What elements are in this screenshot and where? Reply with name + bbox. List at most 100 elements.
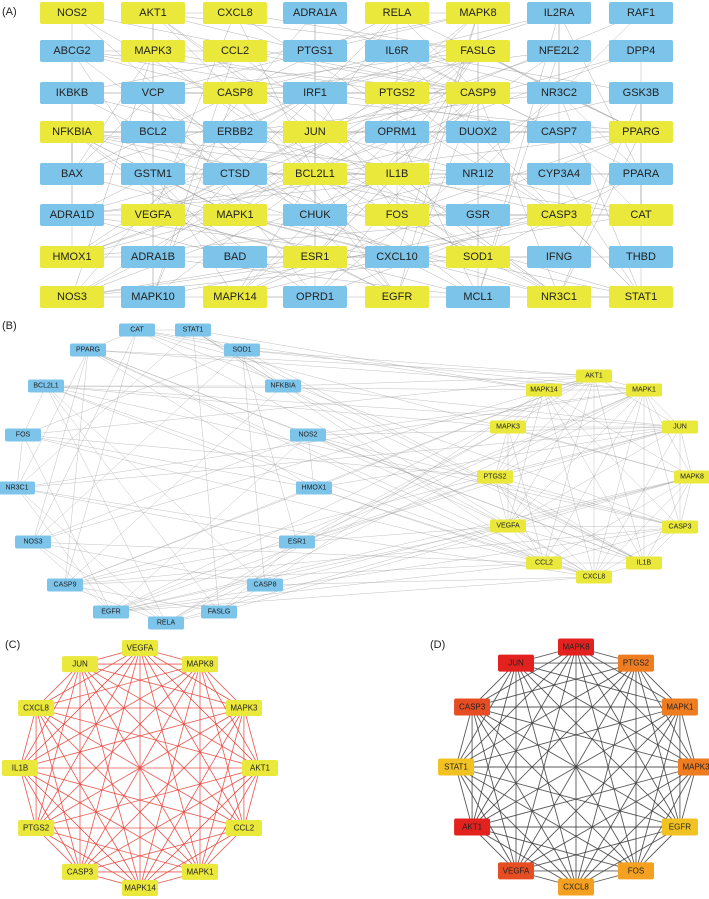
node-box [446,82,510,104]
node-box [62,863,98,880]
node-label: PTGS2 [379,87,415,99]
node-stat1: STAT1 [609,286,673,308]
node-label: JUN [508,659,524,668]
node-label: BCL2L1 [295,168,335,180]
node-label: NFE2L2 [539,45,579,57]
node-label: JUN [72,660,88,669]
node-box [290,428,326,442]
edge [32,541,112,613]
edge [32,375,595,543]
node-mcl1: MCL1 [446,286,510,308]
node-stat1: STAT1 [438,758,474,776]
node-nos3: NOS3 [40,286,104,308]
edge [515,662,697,768]
node-gsr: GSR [446,204,510,226]
node-ptgs2: PTGS2 [18,820,55,836]
node-label: NOS3 [23,539,42,546]
edge [679,706,697,768]
node-label: MAPK14 [530,387,558,394]
node-thbd: THBD [609,246,673,268]
edge [241,349,298,543]
node-ctsd: CTSD [203,163,267,185]
edge [71,131,236,258]
node-chuk: CHUK [283,204,347,226]
node-box [121,82,185,104]
edge [32,541,545,564]
node-box [203,121,267,143]
node-mapk3: MAPK3 [678,758,709,776]
node-fos: FOS [618,862,654,880]
node-ptgs1: PTGS1 [283,40,347,62]
edge [152,131,236,216]
edge [19,707,37,769]
node-box [527,286,591,308]
edge [19,707,245,769]
node-box [526,383,562,397]
edge [455,766,473,828]
edge [575,662,637,888]
edge [296,525,509,543]
node-box [93,605,129,619]
node-box [296,481,332,495]
node-il2ra: IL2RA [527,2,591,24]
node-irf1: IRF1 [283,82,347,104]
edge [507,476,693,527]
edge [16,487,167,624]
node-box [454,698,491,716]
node-box [119,323,155,337]
edge [64,349,89,586]
node-casp9: CASP9 [47,578,83,592]
edge [35,767,261,829]
node-oprm1: OPRM1 [365,121,429,143]
node-ifng: IFNG [527,246,591,268]
node-label: IFNG [546,251,572,263]
node-mapk8: MAPK8 [182,656,218,673]
node-egfr: EGFR [661,818,698,836]
node-label: NR3C1 [6,485,29,492]
node-gstm1: GSTM1 [121,163,185,185]
node-nfe2l2: NFE2L2 [527,40,591,62]
node-akt1: AKT1 [576,369,612,383]
edge [192,329,545,564]
edge [241,349,266,586]
node-box [15,535,51,549]
node-rela: RELA [365,2,429,24]
node-label: EGFR [382,291,413,303]
node-label: ABCG2 [53,45,90,57]
node-box [283,286,347,308]
node-box [201,605,237,619]
node-box [283,163,347,185]
node-box [365,121,429,143]
node-vegfa: VEGFA [121,204,185,226]
node-box [18,820,55,836]
node-ccl2: CCL2 [526,556,562,570]
edge [71,50,154,175]
node-box [121,204,185,226]
edge [71,92,316,216]
edge [35,707,201,873]
node-label: NOS2 [57,7,87,19]
edge [471,706,517,872]
node-box [618,654,654,672]
node-ccl2: CCL2 [225,820,262,836]
edge [16,487,112,613]
node-vegfa: VEGFA [498,862,534,880]
panel-d-nodes: MAPK8PTGS2MAPK1MAPK3EGFRFOSCXCL8VEGFAAKT… [438,638,709,896]
node-box [279,535,315,549]
node-box [203,2,267,24]
node-hmox1: HMOX1 [296,481,332,495]
node-box [283,40,347,62]
edge [35,827,141,889]
node-mapk14: MAPK14 [526,383,562,397]
node-box [626,383,662,397]
node-cxcl10: CXCL10 [365,246,429,268]
node-fos: FOS [5,428,41,442]
node-label: CTSD [220,168,250,180]
node-label: CASP3 [67,867,94,876]
node-box [121,121,185,143]
node-nos2: NOS2 [40,2,104,24]
node-label: CHUK [299,209,331,221]
edge [32,434,309,543]
node-box [558,638,594,656]
